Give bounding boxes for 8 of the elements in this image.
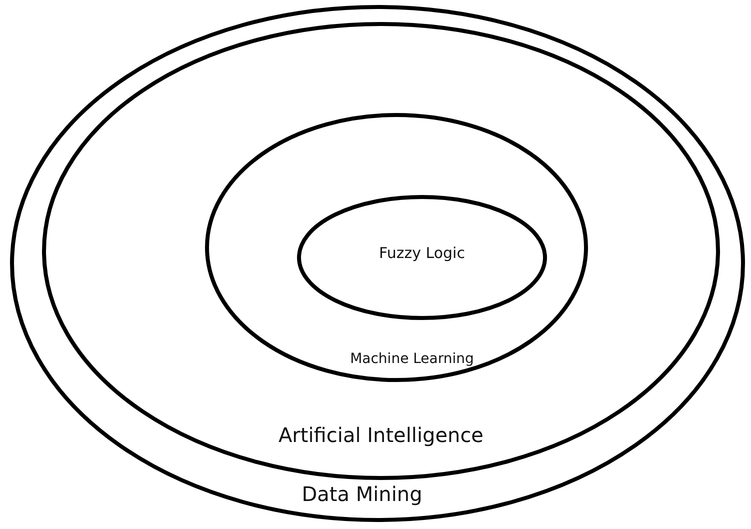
ellipse-region (205, 113, 588, 382)
ellipse-region (10, 5, 745, 522)
region-label: Machine Learning (350, 351, 474, 367)
ellipse-region (297, 195, 547, 320)
region-label: Data Mining (302, 482, 422, 506)
region-label: Fuzzy Logic (379, 244, 465, 262)
region-label: Artificial Intelligence (278, 423, 484, 447)
ellipse-region (42, 22, 720, 480)
